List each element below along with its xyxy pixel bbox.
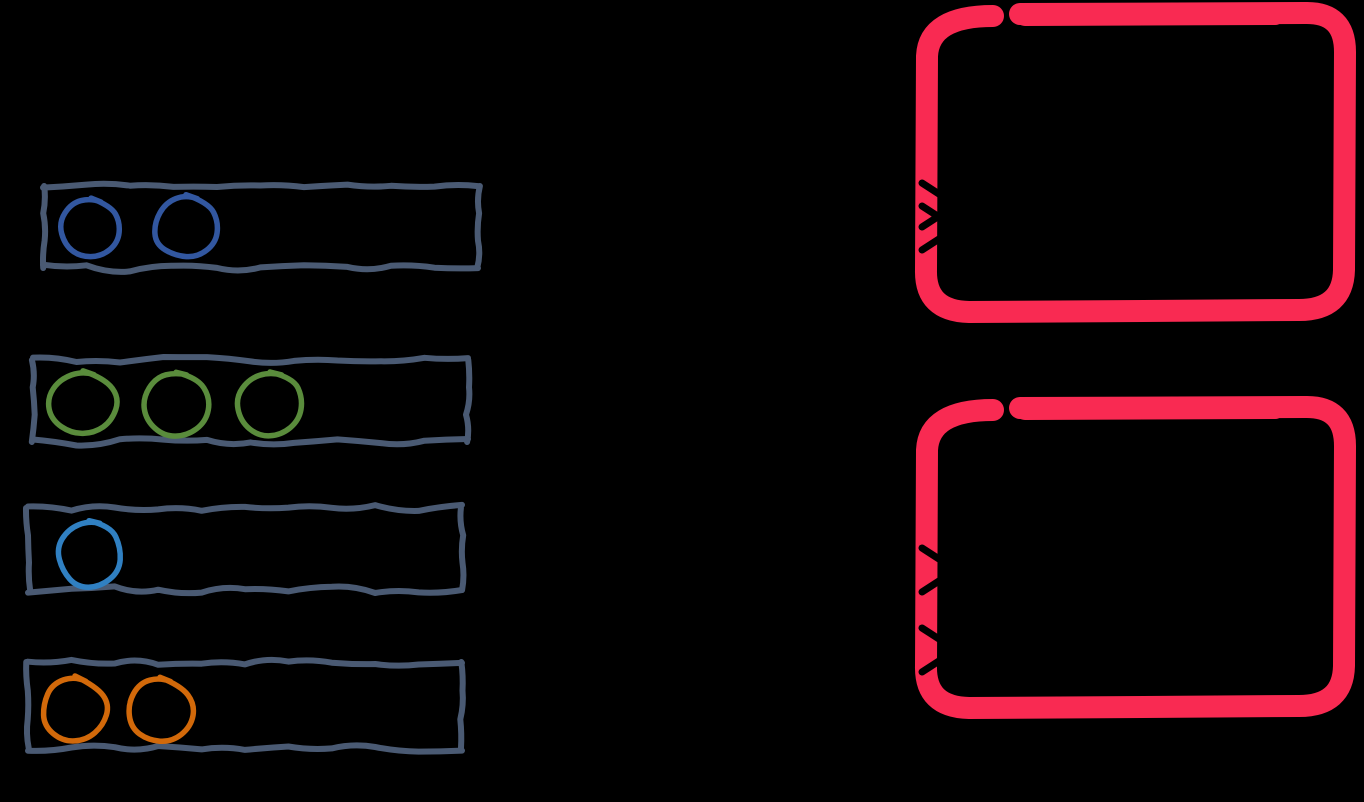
row-bar-right-edge bbox=[457, 659, 466, 751]
row-bar-left-edge bbox=[22, 505, 34, 593]
row-bar-right-edge bbox=[463, 357, 473, 445]
arrowhead-lower-barb bbox=[918, 566, 960, 596]
highlight-box[interactable] bbox=[915, 2, 1356, 323]
arrowhead-upper-barb bbox=[918, 202, 960, 232]
row-bar-right-edge bbox=[457, 505, 467, 593]
arrowheads-layer bbox=[918, 179, 960, 676]
row-bar-left-edge bbox=[23, 659, 32, 751]
row-bar-bottom-edge bbox=[40, 261, 481, 275]
token-circle[interactable] bbox=[141, 369, 212, 439]
arrowhead-mark bbox=[918, 624, 960, 676]
arrowhead-mark bbox=[918, 202, 960, 254]
highlight-box-outline bbox=[915, 396, 1356, 719]
sequence-row[interactable] bbox=[22, 501, 467, 597]
token-circle[interactable] bbox=[45, 368, 120, 437]
token-circle[interactable] bbox=[55, 517, 124, 590]
row-bar-bottom-edge bbox=[25, 742, 465, 755]
highlighted-boxes-layer bbox=[915, 2, 1356, 719]
token-circle[interactable] bbox=[152, 191, 221, 260]
row-bar-right-edge bbox=[474, 183, 483, 271]
highlight-box[interactable] bbox=[915, 396, 1356, 719]
row-bar-top-edge bbox=[40, 180, 481, 191]
arrowhead-upper-barb bbox=[918, 624, 960, 654]
token-circle[interactable] bbox=[234, 369, 305, 439]
row-bar-bottom-edge bbox=[30, 435, 471, 449]
arrowhead-mark bbox=[918, 544, 960, 596]
highlight-box-top-overstroke bbox=[1015, 399, 1285, 420]
row-bar-top-edge bbox=[30, 354, 471, 366]
highlight-box-outline bbox=[915, 2, 1356, 323]
sequence-row[interactable] bbox=[39, 180, 483, 275]
arrowhead-upper-barb bbox=[918, 179, 960, 209]
sequence-row[interactable] bbox=[28, 354, 473, 449]
arrowhead-lower-barb bbox=[918, 646, 960, 676]
token-circle[interactable] bbox=[40, 673, 111, 744]
token-circle[interactable] bbox=[126, 674, 197, 745]
row-bar-bottom-edge bbox=[25, 583, 465, 597]
row-bar-top-edge bbox=[25, 501, 465, 514]
arrowhead-upper-barb bbox=[918, 544, 960, 574]
token-circle[interactable] bbox=[58, 195, 123, 260]
row-bar-top-edge bbox=[25, 656, 465, 669]
row-bar-left-edge bbox=[28, 357, 38, 445]
arrowhead-lower-barb bbox=[918, 224, 960, 254]
row-bar-left-edge bbox=[39, 183, 49, 271]
sequence-rows-layer bbox=[22, 180, 483, 755]
highlight-box-top-overstroke bbox=[1015, 5, 1285, 26]
sequence-row[interactable] bbox=[23, 656, 466, 755]
